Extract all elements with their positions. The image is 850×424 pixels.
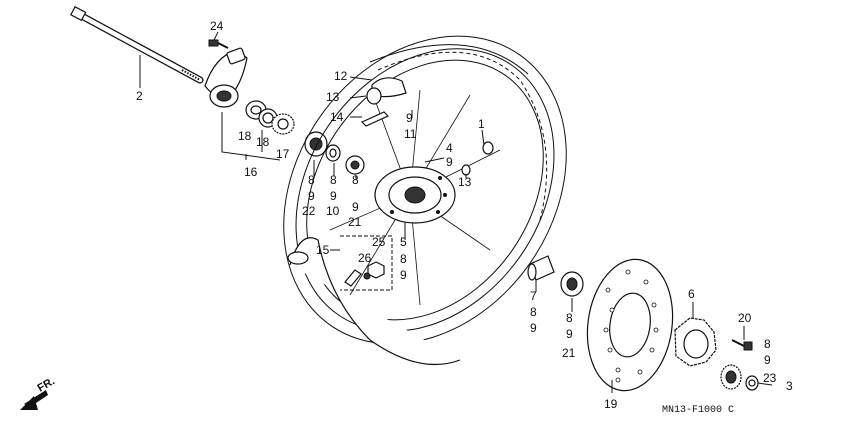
callout-23: 23 xyxy=(763,371,777,385)
callout-9g: 9 xyxy=(530,321,537,335)
callout-22: 22 xyxy=(302,204,316,218)
callout-14: 14 xyxy=(330,110,344,124)
valve-set-box xyxy=(340,235,393,291)
distance-collar-10-part xyxy=(325,144,341,162)
callout-9f: 9 xyxy=(400,268,407,282)
front-direction-arrow xyxy=(20,390,48,410)
seal-3-part xyxy=(745,375,759,391)
callout-19: 19 xyxy=(604,397,618,411)
callout-10: 10 xyxy=(326,204,340,218)
callout-7: 7 xyxy=(530,289,537,303)
bearing-22-part xyxy=(304,131,328,157)
callout-4: 4 xyxy=(446,141,453,155)
callout-11: 11 xyxy=(404,127,417,141)
axle-part xyxy=(70,5,204,84)
tire-valve-part xyxy=(360,77,407,127)
callout-21a: 21 xyxy=(348,215,362,229)
brake-disc-part xyxy=(586,258,674,392)
callout-21b: 21 xyxy=(562,346,576,360)
callout-13a: 13 xyxy=(326,90,340,104)
callout-17: 17 xyxy=(276,147,290,161)
diagram-code: MN13-F1000 C xyxy=(662,405,734,416)
callout-26: 26 xyxy=(358,251,372,265)
bolt-20-part xyxy=(731,339,753,351)
callout-13b: 13 xyxy=(458,175,472,189)
rim-band-part xyxy=(287,237,461,366)
callout-12: 12 xyxy=(334,69,348,83)
callout-16: 16 xyxy=(244,165,258,179)
callout-5: 5 xyxy=(400,235,407,249)
wheel-assembly xyxy=(283,35,567,345)
drive-plate-part xyxy=(674,317,717,367)
callout-20: 20 xyxy=(738,311,752,325)
callout-8d: 8 xyxy=(400,252,407,266)
callout-24: 24 xyxy=(210,19,224,33)
collar-7-part xyxy=(527,255,555,281)
callout-25: 25 xyxy=(372,235,386,249)
callout-labels: 2 24 18 18 17 16 12 13 14 9 11 1 4 9 13 … xyxy=(136,19,793,411)
callout-8a: 8 xyxy=(308,173,315,187)
callout-9b: 9 xyxy=(446,155,453,169)
bearing-23-part xyxy=(720,364,742,390)
callout-8c: 8 xyxy=(352,173,359,187)
callout-2: 2 xyxy=(136,89,143,103)
direction-label: FR. xyxy=(36,375,57,394)
bearing-21b-part xyxy=(560,271,584,297)
callout-9d: 9 xyxy=(330,189,337,203)
callout-9e: 9 xyxy=(352,200,359,214)
callout-9i: 9 xyxy=(764,353,771,367)
callout-9c: 9 xyxy=(308,189,315,203)
callout-8e: 8 xyxy=(530,305,537,319)
callout-9a: 9 xyxy=(406,111,413,125)
callout-15: 15 xyxy=(316,243,330,257)
callout-1: 1 xyxy=(478,117,485,131)
callout-8b: 8 xyxy=(330,173,337,187)
callout-8f: 8 xyxy=(566,311,573,325)
screw-24-part xyxy=(208,39,229,49)
callout-9h: 9 xyxy=(566,327,573,341)
leader-lines xyxy=(139,31,773,393)
callout-18b: 18 xyxy=(256,135,270,149)
callout-6: 6 xyxy=(688,287,695,301)
spoke-nipple-part xyxy=(461,141,494,176)
gear-17-part xyxy=(271,113,295,135)
callout-8g: 8 xyxy=(764,337,771,351)
callout-3: 3 xyxy=(786,379,793,393)
seal-21-part xyxy=(345,155,365,175)
callout-18a: 18 xyxy=(238,129,252,143)
speedometer-gearbox-part xyxy=(204,47,248,108)
